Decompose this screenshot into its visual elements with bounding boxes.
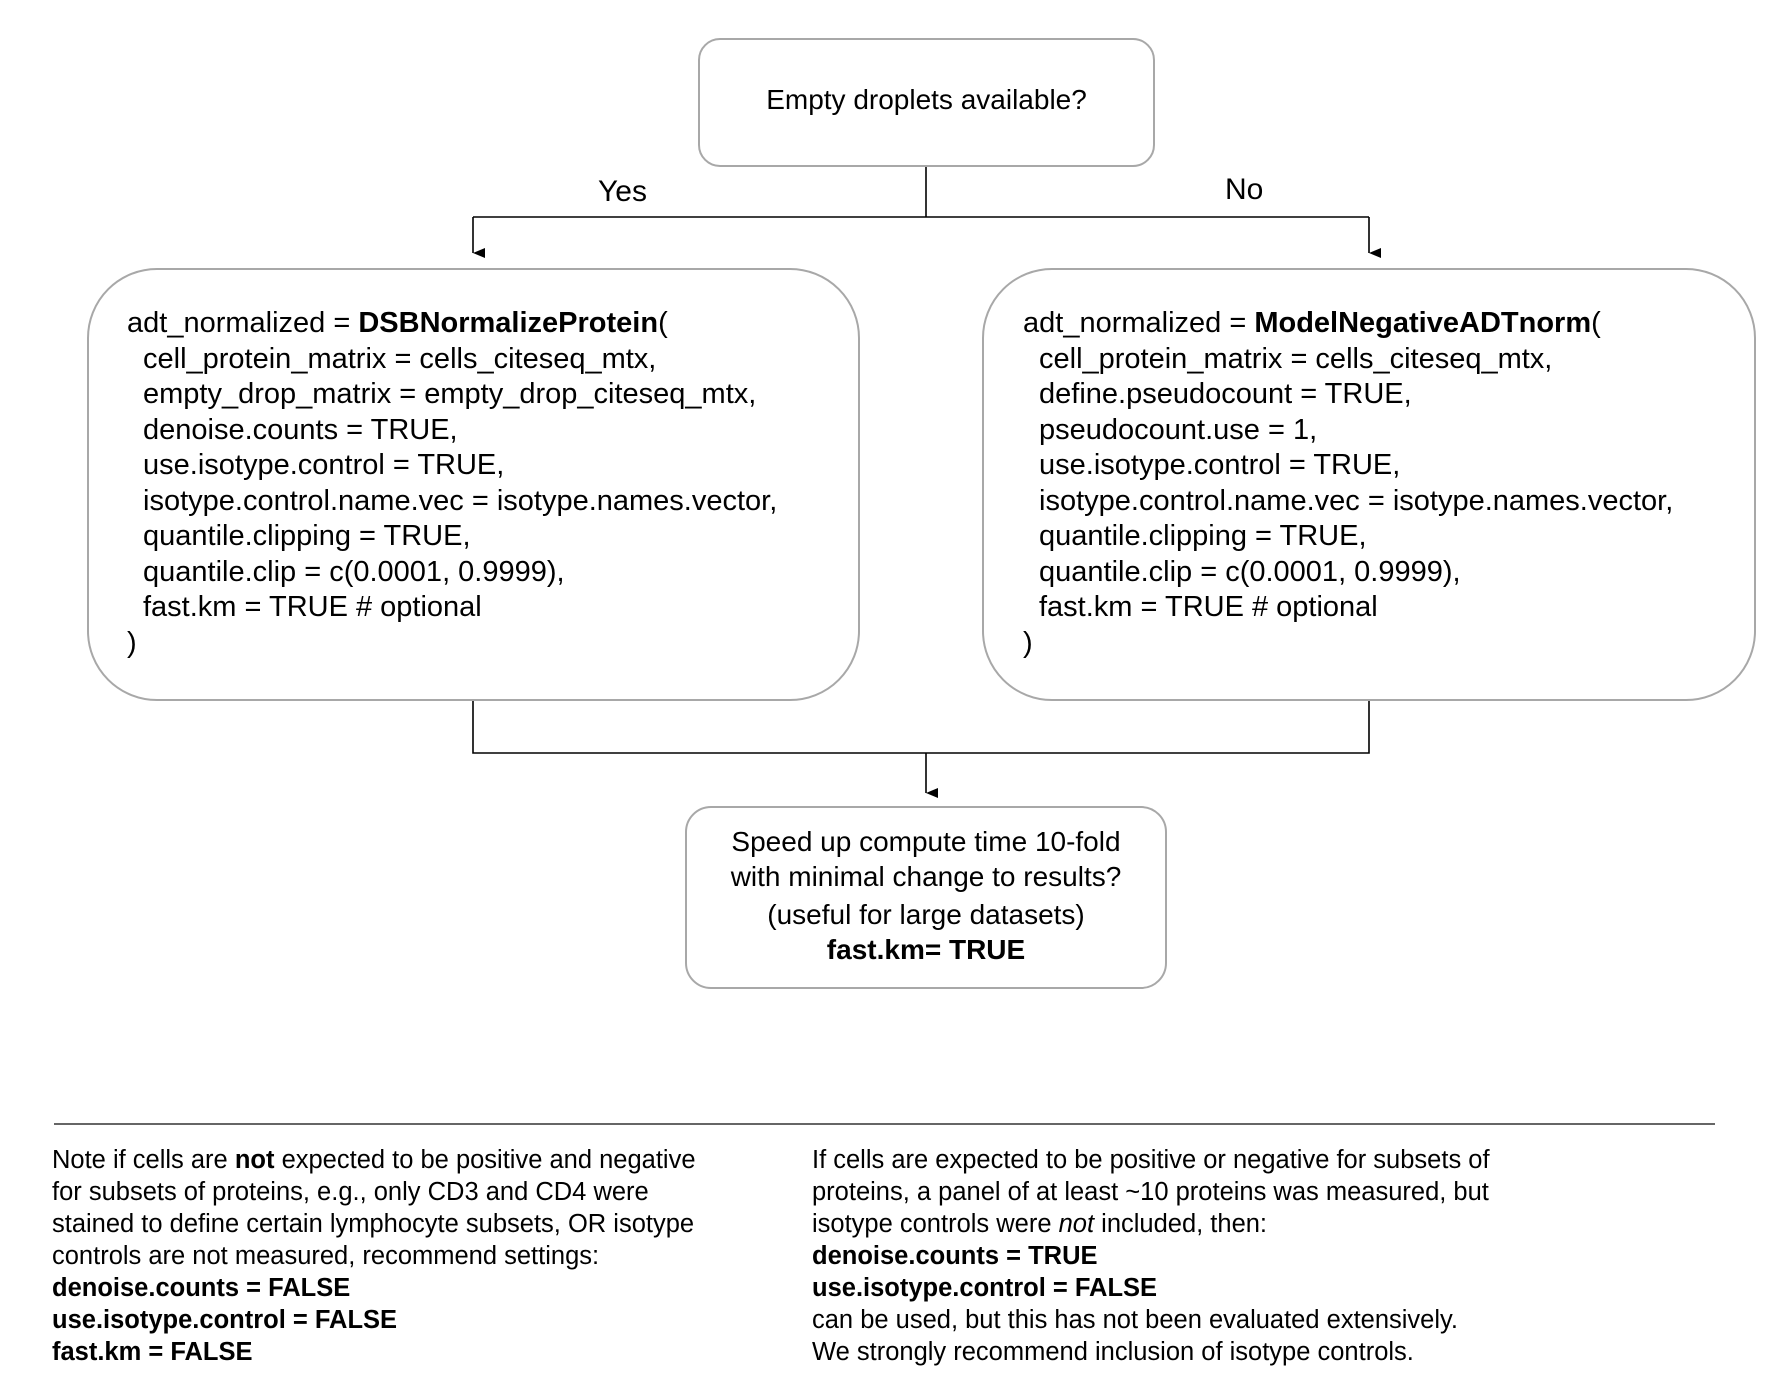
function-name: DSBNormalizeProtein (358, 307, 659, 339)
note-text: expected to be positive and negative (274, 1146, 696, 1174)
note-text: Note if cells are (52, 1146, 235, 1174)
code-arg: denoise.counts = TRUE, (143, 413, 458, 446)
code-arg: empty_drop_matrix = empty_drop_citeseq_m… (143, 378, 757, 410)
merge-line (472, 701, 1370, 754)
decision-box (698, 38, 1155, 167)
speed-up-text: Speed up compute time 10-fold with minim… (685, 824, 1167, 967)
note-setting: denoise.counts = TRUE (812, 1242, 1098, 1270)
note-setting: use.isotype.control = FALSE (812, 1274, 1158, 1302)
code-arg: quantile.clip = c(0.0001, 0.9999), (143, 555, 565, 588)
speed-setting: fast.km= TRUE (685, 932, 1167, 967)
note-emphasis: not (234, 1146, 275, 1174)
function-name: ModelNegativeADTnorm (1254, 307, 1592, 339)
code-arg: quantile.clipping = TRUE, (1039, 520, 1367, 552)
note-setting: denoise.counts = FALSE (52, 1274, 351, 1302)
note-setting: use.isotype.control = FALSE (52, 1306, 398, 1334)
note-text: We strongly recommend inclusion of isoty… (812, 1338, 1414, 1366)
note-text: isotype controls were (812, 1210, 1059, 1238)
code-arg: pseudocount.use = 1, (1039, 413, 1318, 446)
code-arg: use.isotype.control = TRUE, (143, 449, 505, 481)
note-emphasis: not (1058, 1210, 1095, 1238)
code-arg: fast.km = TRUE # optional (143, 591, 482, 623)
note-text: stained to define certain lymphocyte sub… (52, 1210, 695, 1238)
code-close: ) (127, 626, 137, 659)
code-arg: isotype.control.name.vec = isotype.names… (143, 484, 778, 517)
note-setting: fast.km = FALSE (52, 1338, 253, 1366)
model-negative-box (982, 268, 1756, 701)
code-prefix: adt_normalized = (127, 307, 359, 339)
code-arg: fast.km = TRUE # optional (1039, 591, 1378, 623)
model-negative-code: adt_normalized = ModelNegativeADTnorm( c… (1023, 306, 1673, 661)
code-arg: cell_protein_matrix = cells_citeseq_mtx, (1039, 342, 1553, 375)
no-label: No (1225, 173, 1264, 206)
note-text: included, then: (1094, 1210, 1268, 1238)
speed-line: Speed up compute time 10-fold (731, 826, 1121, 857)
notes-right: If cells are expected to be positive or … (812, 1144, 1490, 1368)
code-arg: define.pseudocount = TRUE, (1039, 378, 1412, 410)
code-arg: quantile.clip = c(0.0001, 0.9999), (1039, 555, 1461, 588)
yes-label: Yes (598, 175, 647, 208)
notes-left: Note if cells are not expected to be pos… (52, 1144, 696, 1368)
note-text: can be used, but this has not been evalu… (812, 1306, 1458, 1334)
code-arg: isotype.control.name.vec = isotype.names… (1039, 484, 1674, 517)
speed-line: with minimal change to results? (730, 861, 1122, 892)
note-text: proteins, a panel of at least ~10 protei… (812, 1178, 1489, 1206)
decision-question: Empty droplets available? (766, 84, 1087, 115)
note-text: for subsets of proteins, e.g., only CD3 … (52, 1178, 649, 1206)
code-prefix: adt_normalized = (1023, 307, 1255, 339)
dsb-normalize-code: adt_normalized = DSBNormalizeProtein( ce… (127, 306, 777, 661)
dsb-normalize-box (87, 268, 860, 701)
code-close: ) (1023, 626, 1033, 659)
note-text: If cells are expected to be positive or … (812, 1146, 1490, 1174)
fast-km-setting: fast.km= TRUE (826, 934, 1026, 965)
code-open: ( (1591, 307, 1601, 339)
code-arg: cell_protein_matrix = cells_citeseq_mtx, (143, 342, 657, 375)
note-text: controls are not measured, recommend set… (52, 1242, 600, 1270)
code-arg: quantile.clipping = TRUE, (143, 520, 471, 552)
code-open: ( (658, 307, 668, 339)
speed-up-box (685, 806, 1167, 989)
code-arg: use.isotype.control = TRUE, (1039, 449, 1401, 481)
speed-line: (useful for large datasets) (767, 899, 1085, 930)
